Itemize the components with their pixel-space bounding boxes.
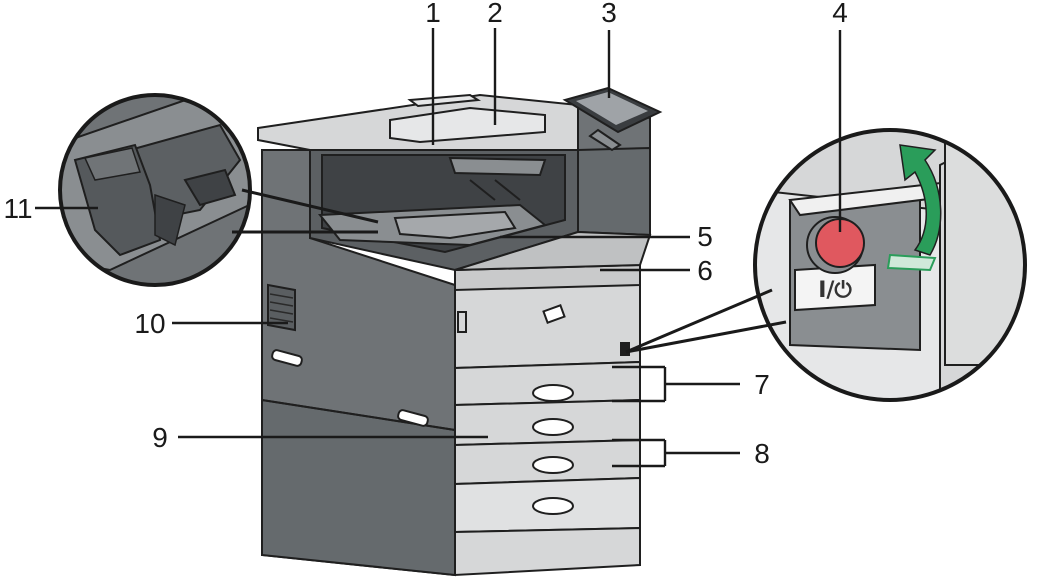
callout-6: 6: [697, 255, 713, 286]
callout-8: 8: [754, 438, 770, 469]
callout-11: 11: [3, 193, 32, 224]
callout-1: 1: [425, 0, 441, 28]
power-switch-detail-inset: I/⏻: [625, 128, 1027, 402]
printer-illustration: [257, 86, 663, 577]
control-panel: [562, 86, 663, 152]
callout-2: 2: [487, 0, 503, 28]
leader-lines: [35, 28, 842, 468]
tray-handles: [532, 384, 574, 515]
callout-4: 4: [832, 0, 848, 28]
power-switch-label: I/⏻: [818, 278, 852, 303]
callout-9: 9: [152, 422, 168, 453]
ventilation-grille: [267, 283, 296, 332]
callout-7: 7: [754, 369, 770, 400]
callout-10: 10: [134, 308, 165, 339]
callout-3: 3: [601, 0, 617, 28]
callout-5: 5: [697, 221, 713, 252]
stapler-detail-inset: [58, 93, 379, 287]
callout-numbers: 1 2 3 4 5 6 7 8 9 10 11: [3, 0, 847, 469]
